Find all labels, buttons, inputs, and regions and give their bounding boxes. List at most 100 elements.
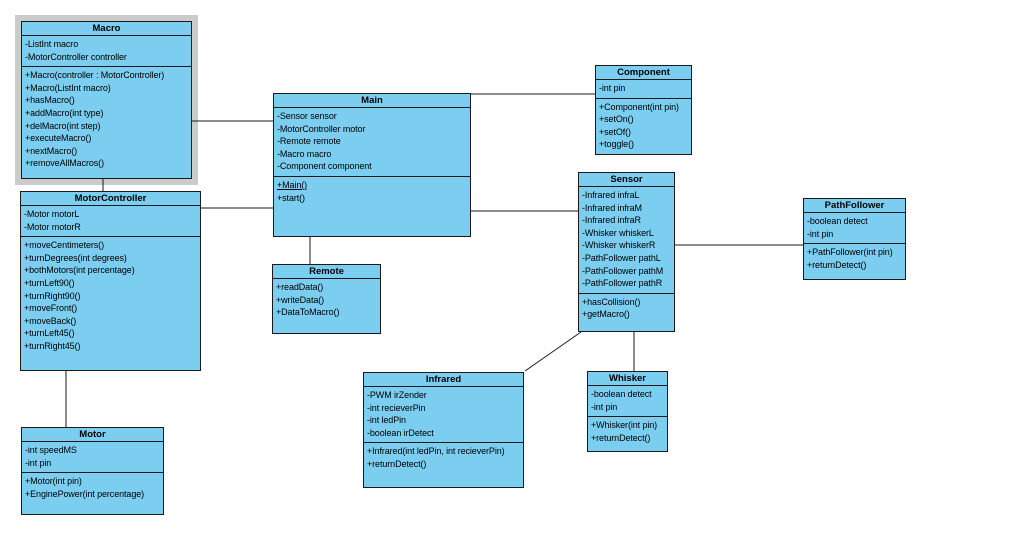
attribute: -boolean detect: [591, 389, 652, 399]
class-component-methods: +Component(int pin) +setOn() +setOf() +t…: [596, 99, 691, 154]
class-infrared-attributes: -PWM irZender -int recieverPin -int ledP…: [364, 387, 523, 444]
method: +Macro(controller : MotorController): [25, 70, 165, 81]
class-main[interactable]: Main -Sensor sensor -MotorController mot…: [273, 93, 471, 237]
method: +setOn(): [599, 114, 634, 125]
class-pathfollower[interactable]: PathFollower -boolean detect -int pin +P…: [803, 198, 906, 280]
class-remote-methods: +readData() +writeData() +DataToMacro(): [273, 279, 380, 333]
method: +Infrared(int ledPin, int recieverPin): [367, 446, 505, 457]
attribute: -Remote remote: [277, 136, 341, 147]
method: +turnLeft45(): [24, 328, 75, 339]
attribute: -PathFollower pathM: [582, 265, 664, 276]
method: +nextMacro(): [25, 145, 78, 156]
class-motor-methods: +Motor(int pin) +EnginePower(int percent…: [22, 473, 163, 514]
method: +addMacro(int type): [25, 107, 104, 118]
method: +DataToMacro(): [276, 307, 340, 318]
method: +returnDetect(): [807, 259, 867, 270]
attribute: -PathFollower pathR: [582, 278, 663, 289]
method: +moveCentimeters(): [24, 240, 104, 251]
method: +bothMotors(int percentage): [24, 265, 135, 276]
class-remote[interactable]: Remote +readData() +writeData() +DataToM…: [272, 264, 381, 334]
method: +returnDetect(): [591, 432, 651, 443]
connector-sensor-infrared[interactable]: [524, 331, 582, 372]
class-motorcontroller-title: MotorController: [21, 192, 200, 206]
class-motor-attributes: -int speedMS -int pin: [22, 442, 163, 474]
class-motor-title: Motor: [22, 428, 163, 442]
attribute: -int speedMS: [25, 445, 77, 455]
attribute: -MotorController controller: [25, 51, 127, 62]
attribute: -int pin: [599, 83, 626, 93]
method: +turnDegrees(int degrees): [24, 252, 127, 263]
class-sensor-title: Sensor: [579, 173, 674, 187]
method: +Macro(ListInt macro): [25, 82, 111, 93]
method: +turnRight45(): [24, 340, 81, 351]
attribute: -int pin: [25, 457, 52, 468]
class-infrared[interactable]: Infrared -PWM irZender -int recieverPin …: [363, 372, 524, 488]
class-motorcontroller-attributes: -Motor motorL -Motor motorR: [21, 206, 200, 238]
method: +PathFollower(int pin): [807, 247, 893, 258]
class-sensor-attributes: -Infrared infraL -Infrared infraM -Infra…: [579, 187, 674, 294]
method: +getMacro(): [582, 309, 630, 320]
method: +turnRight90(): [24, 290, 81, 301]
method: +Whisker(int pin): [591, 420, 658, 431]
attribute: -Infrared infraM: [582, 202, 642, 213]
attribute: -Whisker whiskerR: [582, 240, 656, 251]
class-macro[interactable]: Macro -ListInt macro -MotorController co…: [21, 21, 192, 179]
class-whisker[interactable]: Whisker -boolean detect -int pin +Whiske…: [587, 371, 668, 452]
method: +returnDetect(): [367, 458, 427, 469]
attribute: -Motor motorL: [24, 209, 80, 219]
attribute: -Macro macro: [277, 148, 332, 159]
method: +Motor(int pin): [25, 476, 82, 487]
class-component-title: Component: [596, 66, 691, 80]
class-motorcontroller-methods: +moveCentimeters() +turnDegrees(int degr…: [21, 237, 200, 370]
class-component[interactable]: Component -int pin +Component(int pin) +…: [595, 65, 692, 155]
attribute: -int recieverPin: [367, 402, 426, 413]
method: +removeAllMacros(): [25, 158, 104, 169]
class-macro-title: Macro: [22, 22, 191, 36]
attribute: -boolean irDetect: [367, 427, 434, 438]
method: +hasMacro(): [25, 95, 75, 106]
method: +turnLeft90(): [24, 277, 75, 288]
method: +executeMacro(): [25, 133, 92, 144]
attribute: -boolean detect: [807, 216, 868, 226]
class-infrared-title: Infrared: [364, 373, 523, 387]
attribute: -Motor motorR: [24, 221, 81, 232]
method: +start(): [277, 192, 305, 203]
method: +delMacro(int step): [25, 120, 101, 131]
class-whisker-attributes: -boolean detect -int pin: [588, 386, 667, 418]
class-pathfollower-attributes: -boolean detect -int pin: [804, 213, 905, 245]
attribute: -MotorController motor: [277, 123, 366, 134]
class-motorcontroller[interactable]: MotorController -Motor motorL -Motor mot…: [20, 191, 201, 371]
method: +readData(): [276, 282, 324, 292]
attribute: -int ledPin: [367, 415, 406, 426]
method: +moveBack(): [24, 315, 77, 326]
method: +moveFront(): [24, 303, 78, 314]
attribute: -PWM irZender: [367, 390, 427, 400]
class-component-attributes: -int pin: [596, 80, 691, 99]
attribute: -ListInt macro: [25, 39, 79, 49]
attribute: -Infrared infraR: [582, 215, 641, 226]
class-main-attributes: -Sensor sensor -MotorController motor -R…: [274, 108, 470, 177]
method: +toggle(): [599, 139, 634, 150]
class-pathfollower-title: PathFollower: [804, 199, 905, 213]
class-remote-title: Remote: [273, 265, 380, 279]
attribute: -Infrared infraL: [582, 190, 640, 200]
class-pathfollower-methods: +PathFollower(int pin) +returnDetect(): [804, 244, 905, 279]
class-motor[interactable]: Motor -int speedMS -int pin +Motor(int p…: [21, 427, 164, 515]
class-main-methods: +Main() +start(): [274, 177, 470, 236]
class-macro-attributes: -ListInt macro -MotorController controll…: [22, 36, 191, 68]
attribute: -Whisker whiskerL: [582, 227, 654, 238]
method: +setOf(): [599, 126, 631, 137]
attribute: -Component component: [277, 161, 372, 172]
method: +writeData(): [276, 294, 325, 305]
method: +hasCollision(): [582, 296, 641, 307]
class-main-title: Main: [274, 94, 470, 108]
attribute: -PathFollower pathL: [582, 252, 661, 263]
class-sensor[interactable]: Sensor -Infrared infraL -Infrared infraM…: [578, 172, 675, 332]
attribute: -int pin: [591, 401, 618, 412]
class-sensor-methods: +hasCollision() +getMacro(): [579, 294, 674, 331]
method: +Component(int pin): [599, 101, 679, 112]
attribute: -Sensor sensor: [277, 111, 337, 121]
class-macro-methods: +Macro(controller : MotorController) +Ma…: [22, 67, 191, 178]
